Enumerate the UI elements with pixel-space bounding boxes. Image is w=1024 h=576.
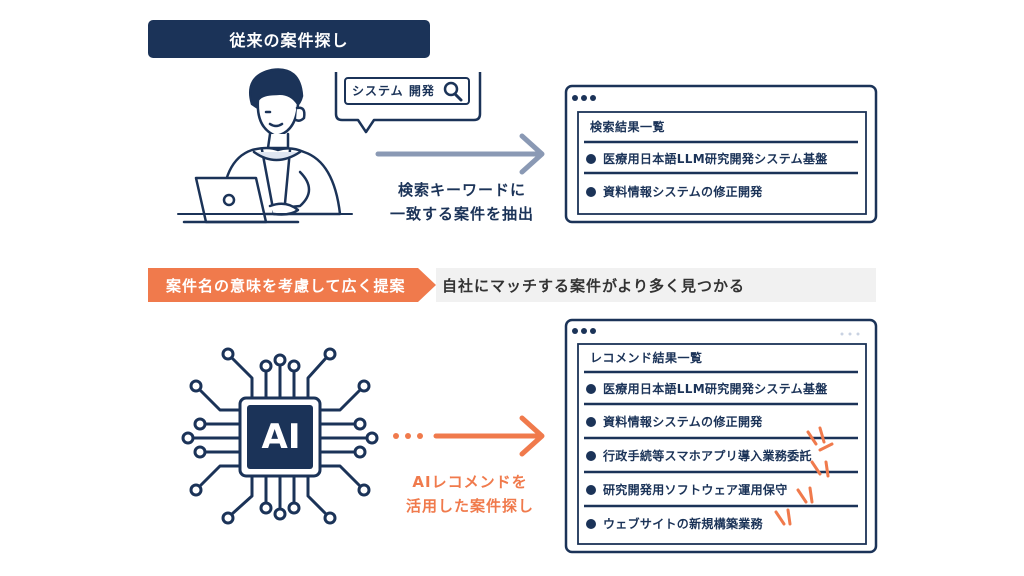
speech-bubble-icon — [334, 72, 482, 134]
bullet-icon — [586, 383, 596, 394]
bullet-icon — [586, 416, 596, 427]
caption-line: 検索キーワードに — [397, 181, 526, 199]
list-item: 資料情報システムの修正開発 — [586, 183, 763, 200]
ai-recommend-caption: AIレコメンドを 活用した案件探し — [388, 470, 552, 518]
ai-chip-icon — [181, 347, 379, 525]
list-item: 資料情報システムの修正開発 — [586, 413, 763, 430]
list-item-label: 資料情報システムの修正開発 — [603, 415, 763, 429]
sparkle-icon — [774, 426, 834, 526]
more-matches-message: 自社にマッチする案件がより多く見つかる — [436, 268, 876, 302]
bullet-icon — [586, 518, 596, 529]
search-query-text: システム 開発 — [352, 84, 435, 98]
bullet-icon — [586, 186, 596, 197]
caption-line: AIレコメンドを — [412, 473, 528, 491]
arrow-right-icon — [375, 133, 545, 175]
list-item-label: 研究開発用ソフトウェア運用保守 — [603, 483, 788, 497]
list-item: 医療用日本語LLM研究開発システム基盤 — [586, 380, 828, 397]
list-item: 研究開発用ソフトウェア運用保守 — [586, 481, 788, 498]
ai-chip-label: AI — [261, 417, 301, 457]
list-item: 行政手続等スマホアプリ導入業務委託 — [586, 447, 812, 464]
keyword-match-caption: 検索キーワードに 一致する案件を抽出 — [372, 178, 552, 226]
list-item-label: 医療用日本語LLM研究開発システム基盤 — [603, 152, 828, 166]
caption-line: 活用した案件探し — [405, 497, 534, 515]
bullet-icon — [586, 153, 596, 164]
recommend-results-window — [564, 318, 878, 554]
list-item-label: 資料情報システムの修正開発 — [603, 185, 763, 199]
recommend-results-title: レコメンド結果一覧 — [590, 351, 703, 365]
bullet-icon — [586, 450, 596, 461]
bullet-icon — [586, 484, 596, 495]
list-item-label: ウェブサイトの新規構築業務 — [603, 517, 763, 531]
search-results-window — [564, 84, 878, 224]
semantic-proposal-tag: 案件名の意味を考慮して広く提案 — [148, 268, 436, 302]
list-item: 医療用日本語LLM研究開発システム基盤 — [586, 150, 828, 167]
list-item: ウェブサイトの新規構築業務 — [586, 515, 763, 532]
person-with-laptop-icon — [177, 68, 353, 224]
caption-line: 一致する案件を抽出 — [389, 205, 534, 223]
list-item-label: 行政手続等スマホアプリ導入業務委託 — [603, 449, 812, 463]
search-icon — [443, 81, 463, 102]
search-results-title: 検索結果一覧 — [590, 120, 666, 134]
arrow-right-icon — [393, 415, 545, 457]
traditional-search-banner: 従来の案件探し — [148, 20, 430, 58]
list-item-label: 医療用日本語LLM研究開発システム基盤 — [603, 382, 828, 396]
